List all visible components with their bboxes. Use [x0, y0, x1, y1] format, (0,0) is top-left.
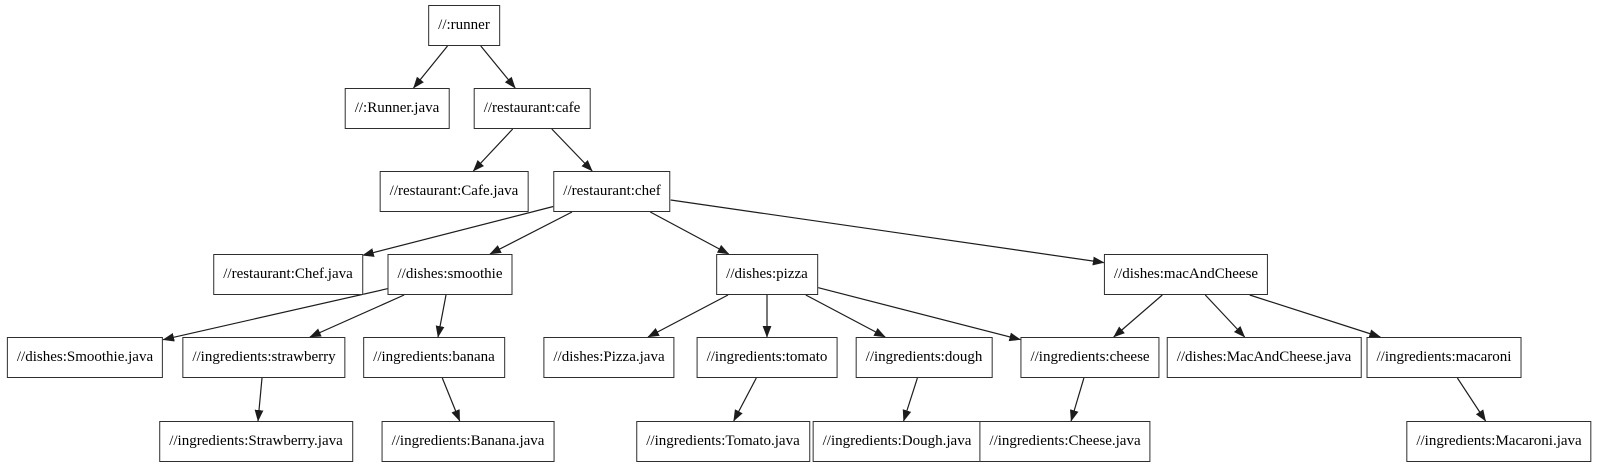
edge-group — [162, 45, 1487, 422]
graph-node-macaroni_java: //ingredients:Macaroni.java — [1406, 421, 1592, 462]
graph-node-cheese: //ingredients:cheese — [1020, 337, 1160, 378]
graph-node-cheese_java: //ingredients:Cheese.java — [979, 421, 1151, 462]
graph-edge-chef-to-pizza — [650, 211, 730, 255]
graph-node-pizza: //dishes:pizza — [716, 254, 818, 295]
graph-node-mac_and_cheese: //dishes:macAndCheese — [1103, 254, 1269, 295]
graph-node-mac_and_cheese_java: //dishes:MacAndCheese.java — [1166, 337, 1362, 378]
graph-node-cafe_java: //restaurant:Cafe.java — [379, 171, 529, 212]
graph-edge-cheese-to-cheese_java — [1070, 377, 1085, 422]
graph-edge-tomato-to-tomato_java — [733, 377, 757, 422]
graph-node-tomato_java: //ingredients:Tomato.java — [636, 421, 810, 462]
graph-edge-pizza-to-cheese — [817, 287, 1021, 342]
graph-edge-mac_and_cheese-to-cheese — [1113, 294, 1163, 338]
graph-edge-banana-to-banana_java — [441, 377, 461, 422]
graph-node-runner_java: //:Runner.java — [344, 88, 450, 129]
graph-edge-pizza-to-pizza_java — [647, 294, 729, 338]
graph-node-dough_java: //ingredients:Dough.java — [812, 421, 982, 462]
graph-edge-runner-to-runner_java — [413, 45, 448, 89]
graph-edge-runner-to-cafe — [480, 45, 516, 89]
graph-edge-strawberry-to-strawberry_java — [254, 377, 264, 422]
graph-node-chef: //restaurant:chef — [553, 171, 671, 212]
graph-node-cafe: //restaurant:cafe — [473, 88, 591, 129]
graph-node-banana_java: //ingredients:Banana.java — [381, 421, 555, 462]
graph-node-runner: //:runner — [428, 5, 500, 46]
graph-edge-smoothie-to-banana — [435, 294, 447, 338]
graph-node-banana: //ingredients:banana — [363, 337, 505, 378]
graph-edge-chef-to-mac_and_cheese — [670, 199, 1105, 266]
graph-edge-cafe-to-chef — [551, 128, 593, 172]
graph-edge-pizza-to-dough — [805, 294, 886, 338]
graph-edge-smoothie-to-smoothie_java — [162, 288, 388, 342]
graph-node-tomato: //ingredients:tomato — [696, 337, 838, 378]
graph-edge-macaroni-to-macaroni_java — [1456, 377, 1487, 422]
graph-edge-chef-to-chef_java — [362, 205, 554, 257]
graph-edge-mac_and_cheese-to-macaroni — [1249, 294, 1381, 338]
graph-node-strawberry: //ingredients:strawberry — [182, 337, 346, 378]
graph-node-macaroni: //ingredients:macaroni — [1366, 337, 1522, 378]
graph-edge-mac_and_cheese-to-mac_and_cheese_java — [1204, 294, 1246, 338]
graph-edge-cafe-to-cafe_java — [472, 128, 514, 172]
graph-edge-smoothie-to-strawberry — [309, 294, 405, 338]
graph-node-smoothie: //dishes:smoothie — [387, 254, 513, 295]
graph-edge-dough-to-dough_java — [902, 377, 918, 422]
graph-node-smoothie_java: //dishes:Smoothie.java — [6, 337, 164, 378]
graph-node-strawberry_java: //ingredients:Strawberry.java — [159, 421, 353, 462]
graph-edge-chef-to-smoothie — [489, 211, 573, 255]
graph-node-dough: //ingredients:dough — [855, 337, 993, 378]
graph-node-pizza_java: //dishes:Pizza.java — [543, 337, 675, 378]
graph-node-chef_java: //restaurant:Chef.java — [213, 254, 363, 295]
